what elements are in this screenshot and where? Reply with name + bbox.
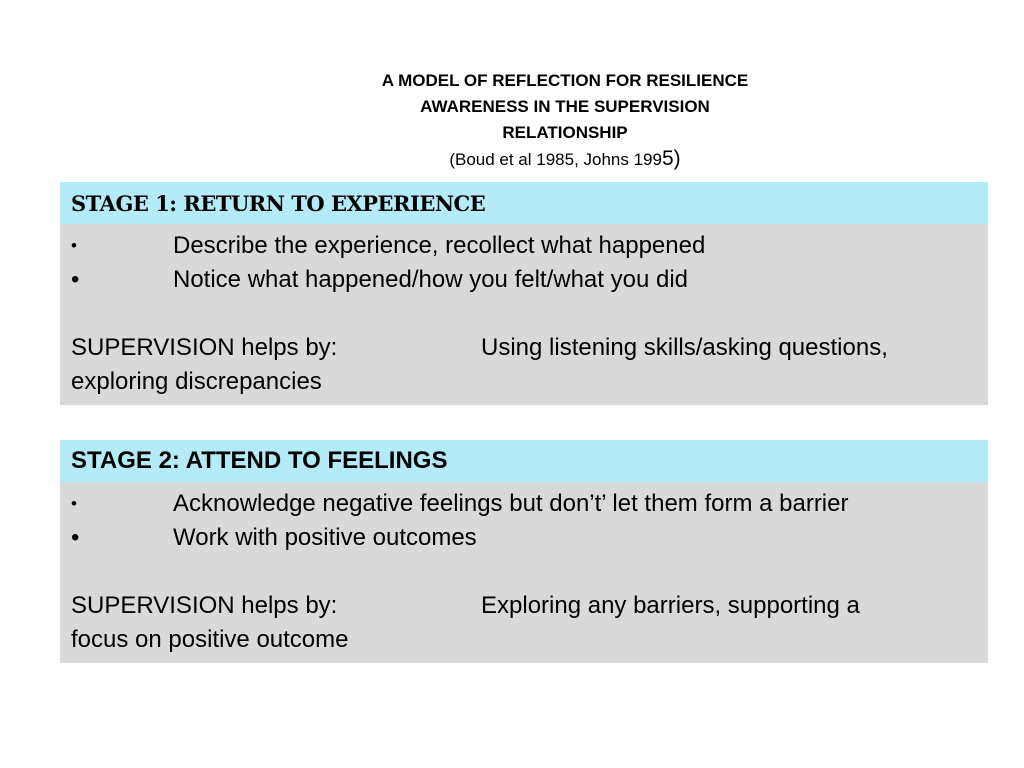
supervision-helps-continuation: exploring discrepancies — [71, 368, 322, 395]
stage-2-box: STAGE 2: ATTEND TO FEELINGS • Acknowledg… — [60, 440, 988, 663]
stage-1-header: STAGE 1: RETURN TO EXPERIENCE — [60, 182, 988, 224]
supervision-helps-label: SUPERVISION helps by: — [71, 334, 338, 361]
list-item: • Notice what happened/how you felt/what… — [71, 263, 988, 297]
spacer — [71, 555, 988, 589]
bullet-text: Acknowledge negative feelings but don’t’… — [173, 490, 849, 517]
list-item: • Acknowledge negative feelings but don’… — [71, 487, 988, 521]
stage-2-body: • Acknowledge negative feelings but don’… — [60, 482, 988, 657]
supervision-helps-continuation: focus on positive outcome — [71, 626, 349, 653]
spacer — [71, 297, 988, 331]
page-title: A MODEL OF REFLECTION FOR RESILIENCE AWA… — [300, 68, 830, 172]
bullet-text: Work with positive outcomes — [173, 524, 477, 551]
title-line-1: A MODEL OF REFLECTION FOR RESILIENCE — [381, 71, 749, 90]
citation: (Boud et al 1985, Johns 1995) — [300, 147, 830, 172]
title-line-2: AWARENESS IN THE SUPERVISION — [420, 97, 710, 116]
citation-end: 5) — [661, 147, 681, 170]
bullet-marker: • — [71, 236, 77, 255]
supervision-helps-text: Using listening skills/asking questions, — [481, 334, 888, 361]
supervision-helps-row: SUPERVISION helps by: Exploring any barr… — [71, 589, 988, 623]
bullet-text: Notice what happened/how you felt/what y… — [173, 266, 689, 293]
list-item: • Describe the experience, recollect wha… — [71, 229, 988, 263]
supervision-helps-row: SUPERVISION helps by: Using listening sk… — [71, 331, 988, 365]
title-line-3: RELATIONSHIP — [502, 123, 628, 142]
stage-1-box: STAGE 1: RETURN TO EXPERIENCE • Describe… — [60, 182, 988, 405]
supervision-helps-label: SUPERVISION helps by: — [71, 592, 338, 619]
citation-main: (Boud et al 1985, Johns 199 — [449, 150, 662, 169]
bullet-marker: • — [71, 524, 80, 551]
bullet-marker: • — [71, 494, 77, 513]
bullet-marker: • — [71, 266, 80, 293]
stage-1-body: • Describe the experience, recollect wha… — [60, 224, 988, 399]
bullet-text: Describe the experience, recollect what … — [173, 232, 706, 259]
list-item: • Work with positive outcomes — [71, 521, 988, 555]
supervision-helps-text: Exploring any barriers, supporting a — [481, 592, 860, 619]
stage-2-header: STAGE 2: ATTEND TO FEELINGS — [60, 440, 988, 482]
